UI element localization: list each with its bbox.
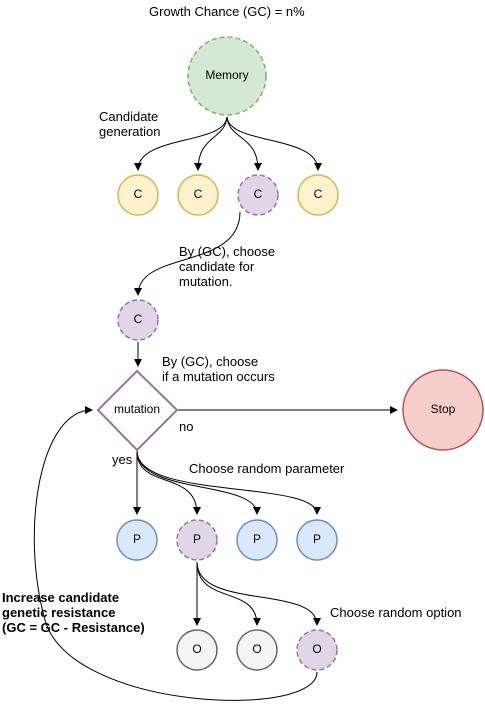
candidate-label-2: C xyxy=(194,187,203,201)
parameter-label-1: P xyxy=(133,532,141,546)
option-label-2: O xyxy=(252,642,261,656)
selected-candidate-label: C xyxy=(134,312,143,326)
candidate-label-1: C xyxy=(134,187,143,201)
parameter-node-4 xyxy=(296,519,338,561)
option-label-3: O xyxy=(312,642,321,656)
candidate-node-4 xyxy=(297,174,339,216)
memory-label: Memory xyxy=(205,68,248,82)
candidate-node-1 xyxy=(117,174,159,216)
no-label: no xyxy=(179,419,194,434)
candidate-label-4: C xyxy=(314,187,323,201)
diagram-title: Growth Chance (GC) = n% xyxy=(149,4,305,19)
edge-c3-selected xyxy=(134,211,241,296)
yes-label: yes xyxy=(112,452,133,467)
option-node-1 xyxy=(176,629,218,671)
parameter-label-2: P xyxy=(193,532,201,546)
edge-mutation-p2 xyxy=(136,450,201,515)
candidate-label-3: C xyxy=(254,187,263,201)
edge-memory-c2 xyxy=(194,116,228,171)
increase-resistance-label: Increase candidate genetic resistance (G… xyxy=(2,590,145,635)
mutation-decision xyxy=(96,369,179,452)
parameter-label-3: P xyxy=(253,532,261,546)
option-node-2 xyxy=(236,629,278,671)
edge-mutation-p3 xyxy=(136,450,261,515)
edge-memory-c4 xyxy=(226,116,322,171)
stop-label: Stop xyxy=(431,402,456,416)
choose-option-label: Choose random option xyxy=(330,605,462,620)
edge-o3-mutation xyxy=(33,406,318,701)
choose-parameter-label: Choose random parameter xyxy=(189,461,345,476)
memory-node xyxy=(187,36,267,116)
parameter-node-1 xyxy=(116,519,158,561)
candidate-node-2 xyxy=(177,174,219,216)
parameter-node-3 xyxy=(236,519,278,561)
selected-candidate-node xyxy=(117,299,159,341)
option-label-1: O xyxy=(192,642,201,656)
option-node-3 xyxy=(296,629,338,671)
parameter-node-2 xyxy=(176,519,218,561)
edge-p2-o2 xyxy=(196,561,261,626)
candidate-node-3 xyxy=(237,174,279,216)
choose-candidate-label: By (GC), choose candidate for mutation. xyxy=(179,244,276,289)
mutation-label: mutation xyxy=(114,402,160,416)
edge-mutation-p4 xyxy=(136,450,321,515)
edge-memory-c3 xyxy=(226,116,262,171)
connectors xyxy=(33,116,398,701)
edge-memory-c1 xyxy=(134,116,228,171)
edge-p2-o3 xyxy=(196,561,321,626)
parameter-label-4: P xyxy=(313,532,321,546)
candidate-generation-label: Candidate generation xyxy=(99,109,161,139)
choose-mutation-label: By (GC), choose if a mutation occurs xyxy=(162,354,275,384)
stop-node xyxy=(402,369,484,451)
